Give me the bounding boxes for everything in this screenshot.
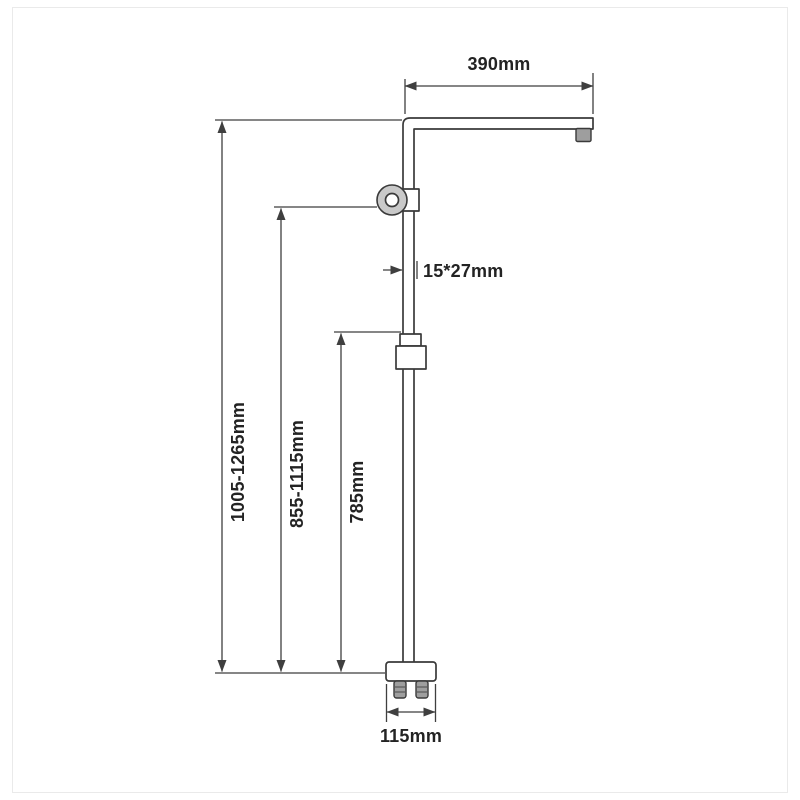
dim-arm-width: 390mm [404, 54, 594, 114]
rail-and-arm-outline [402, 117, 594, 664]
dim-overall-height: 1005-1265mm [215, 119, 402, 674]
base-plate [385, 661, 437, 682]
water-inlet-right [415, 680, 429, 699]
handshower-outlet [575, 127, 592, 143]
shower-rail-assembly [376, 117, 594, 699]
dim-label-base-width: 115mm [380, 726, 442, 746]
dim-label-pipe-section: 15*27mm [423, 261, 503, 281]
water-inlet-left-body [393, 680, 407, 699]
dim-base-width: 115mm [380, 684, 442, 746]
height-adjuster-block [395, 345, 427, 370]
dim-upper-height: 855-1115mm [274, 206, 377, 672]
dim-label-overall-height: 1005-1265mm [228, 402, 248, 522]
dim-rail-height: 785mm [334, 331, 401, 672]
water-inlet-right-body [415, 680, 429, 699]
dim-pipe-section: 15*27mm [383, 261, 503, 281]
water-inlet-left [393, 680, 407, 699]
dim-label-rail-height: 785mm [347, 460, 367, 523]
dim-label-upper-height: 855-1115mm [287, 420, 307, 528]
wall-flange-hub [384, 192, 400, 208]
height-adjuster-collar [399, 333, 422, 347]
image-border-frame [12, 7, 788, 793]
dim-label-arm-width: 390mm [467, 54, 530, 74]
